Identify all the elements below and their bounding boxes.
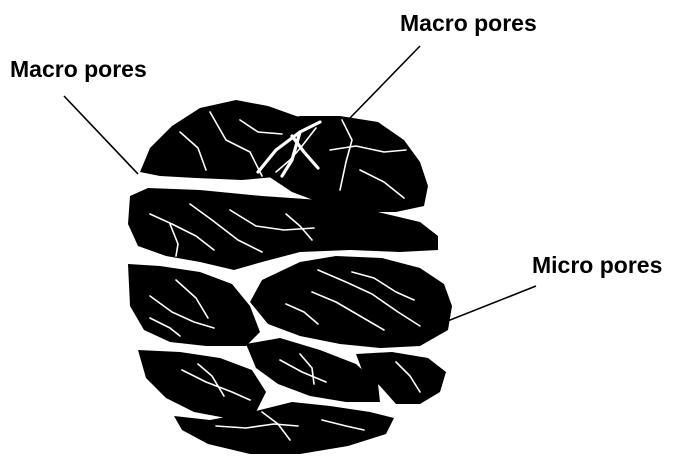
label-macro-pores-top: Macro pores <box>400 12 537 35</box>
leader-line-macro-top <box>350 46 420 118</box>
leader-line-macro-left <box>64 96 138 174</box>
label-micro-pores: Micro pores <box>532 254 662 277</box>
soil-aggregate <box>128 100 452 454</box>
soil-fragment-middle-left <box>128 264 260 346</box>
soil-fragment-lower-left <box>138 350 266 418</box>
label-macro-pores-left: Macro pores <box>10 58 147 81</box>
soil-fragment-middle-right <box>250 256 452 348</box>
leader-line-micro <box>440 286 536 324</box>
